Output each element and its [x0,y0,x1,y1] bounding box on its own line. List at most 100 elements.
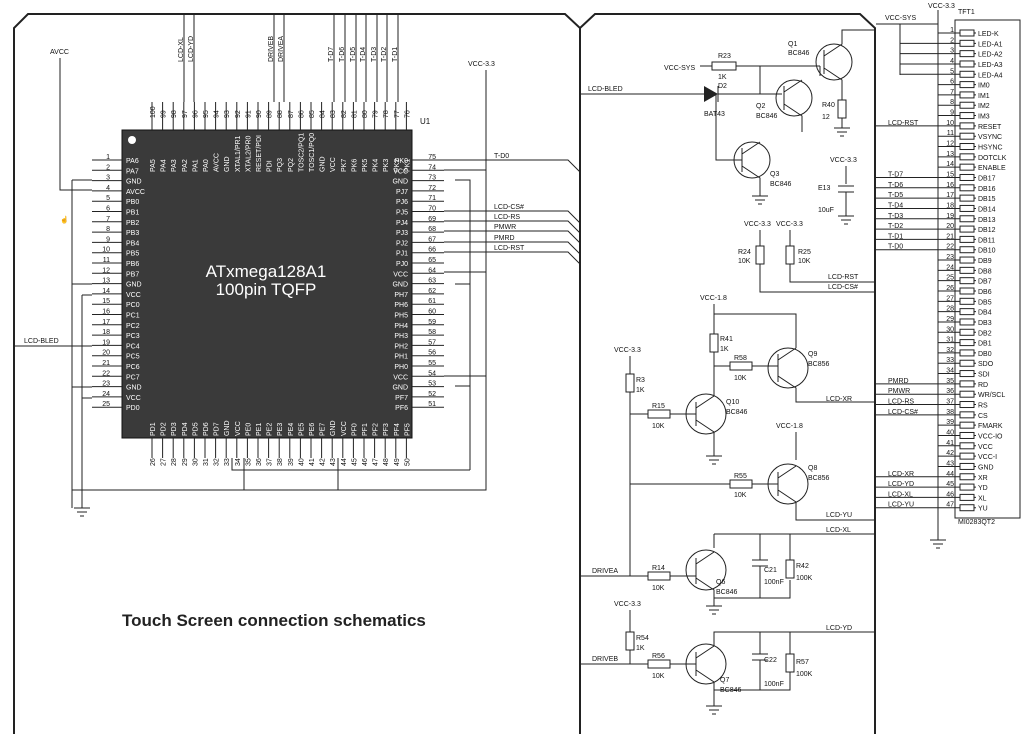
c21-value: 100nF [764,579,784,586]
mcu-bottom-pin-number: 34 [235,458,242,466]
schematic-frames [13,13,876,734]
r3-ref: R3 [636,377,645,384]
mcu-top-pin-name: PA4 [161,159,168,172]
tft-pin-name: IM2 [978,103,990,110]
tft-pin-pad [959,431,975,439]
net-lcd-bled-right: LCD-BLED [588,86,623,93]
right-net-label: T-D0 [494,153,509,160]
tft-pin-name: YU [978,506,988,513]
right-net-label: PMWR [494,224,516,231]
mcu-top-pin-name: PA2 [182,159,189,172]
right-net-label: LCD-RS [494,214,520,221]
tft-pin-name: DB10 [978,248,996,255]
mcu-top-pin-number: 97 [182,110,189,118]
e13-ref: E13 [818,185,831,192]
tft-pin-number: 37 [946,399,954,406]
tft-pin-pad [959,297,975,305]
q2-ref: Q2 [756,103,765,110]
mcu-bottom-pin-number: 38 [277,458,284,466]
r25-ref: R25 [798,249,811,256]
tft-pin-number: 8 [950,99,954,106]
mcu-bottom-pin-number: 27 [161,458,168,466]
mcu-right-pin-number: 64 [428,267,436,274]
mcu-bottom-pin-number: 47 [373,458,380,466]
tft-pin-number: 20 [946,223,954,230]
mcu-left-pin-name: GND [126,385,142,392]
mcu-top-pin-number: 82 [341,110,348,118]
mcu-right-pin-number: 70 [428,206,436,213]
mcu-bottom-pin-number: 33 [224,458,231,466]
mcu-right-pin-name: GND [392,282,408,289]
mcu-bottom-pin-number: 44 [341,458,348,466]
tft-pin-number: 23 [946,254,954,261]
backlight-driver: VCC-SYS R23 1K Q1 BC846 R40 12 LCD-BLED … [580,29,876,225]
tft-pin-name: RS [978,403,988,410]
mcu-bottom-pin-name: VCC [341,421,348,436]
mcu-top-pin-number: 92 [235,110,242,118]
r14-value: 10K [652,585,665,592]
tft-pin-number: 5 [950,68,954,75]
top-net-label: T-D4 [360,47,367,62]
tft-pin-pad [959,266,975,274]
tft-pin-name: DB6 [978,289,992,296]
tft-pin-number: 22 [946,244,954,251]
mcu-right-pin-name: PJ3 [396,230,408,237]
net-yd: LCD-YD [826,625,852,632]
tft-pin-number: 6 [950,79,954,86]
tft-pin-pad [959,81,975,89]
r58-body [729,361,753,371]
tft-pin-pad [959,442,975,450]
tft-pin-name: SDI [978,372,990,379]
mcu-right-pin-number: 73 [428,175,436,182]
mcu-top-pin-number: 78 [383,110,390,118]
pullup-vcc-a: VCC-3.3 [744,221,771,228]
tft-pin-pad [959,287,975,295]
tft-pin-number: 12 [946,141,954,148]
tft-pin-name: IM3 [978,114,990,121]
tft-pin-name: FMARK [978,423,1003,430]
tft-net-label: T-D6 [888,182,903,189]
mcu-left-pin-name: PB3 [126,230,139,237]
tft-pins: 1LED-K2LED-A13LED-A24LED-A35LED-A46IM07I… [938,27,1007,513]
mcu-left-pin-number: 15 [102,298,110,305]
tft-pin-pad [959,401,975,409]
tft-pin-pad [959,504,975,512]
tft-pin-pad [959,308,975,316]
mcu-right-pin-number: 65 [428,257,436,264]
tft-pin-pad [959,184,975,192]
r55-body [729,479,753,489]
tft-pin-pad [959,359,975,367]
mcu-left-pin-number: 21 [102,360,110,367]
tft-pin-name: DB9 [978,258,992,265]
mcu-left-pin-number: 7 [106,216,110,223]
pullup-vcc-b: VCC-3.3 [776,221,803,228]
tft-pin-pad [959,246,975,254]
tft-pin-name: XR [978,475,988,482]
tft-pin-pad [959,194,975,202]
mcu-left-pin-name: PC3 [126,333,140,340]
tft-pin-number: 33 [946,357,954,364]
tft-pin-pad [959,50,975,58]
tft-pin-pad [959,473,975,481]
tft-pin-name: DOTCLK [978,155,1007,162]
diagram-caption: Touch Screen connection schematics [122,611,426,630]
right-net-label: LCD-CS# [494,204,524,211]
mcu-left-pin-number: 1 [106,154,110,161]
r42-value: 100K [796,575,813,582]
tft-pin-number: 38 [946,409,954,416]
q7-ref: Q7 [720,677,729,684]
mcu-left-pin-number: 23 [102,381,110,388]
mcu-bottom-pin-name: PD4 [182,422,189,436]
q3-value: BC846 [770,181,792,188]
q1-ref: Q1 [788,41,797,48]
mcu-top-pin-number: 93 [224,110,231,118]
tft-pin-pad [959,493,975,501]
mcu-right-pin-number: 66 [428,247,436,254]
r40-body [837,99,847,119]
tft-pin-pad [959,29,975,37]
mcu-left-pin-name: PA6 [126,158,139,165]
mcu-right-pin-number: 57 [428,339,436,346]
tft-pin-number: 46 [946,491,954,498]
mcu-name: ATxmega128A1 [206,262,327,281]
